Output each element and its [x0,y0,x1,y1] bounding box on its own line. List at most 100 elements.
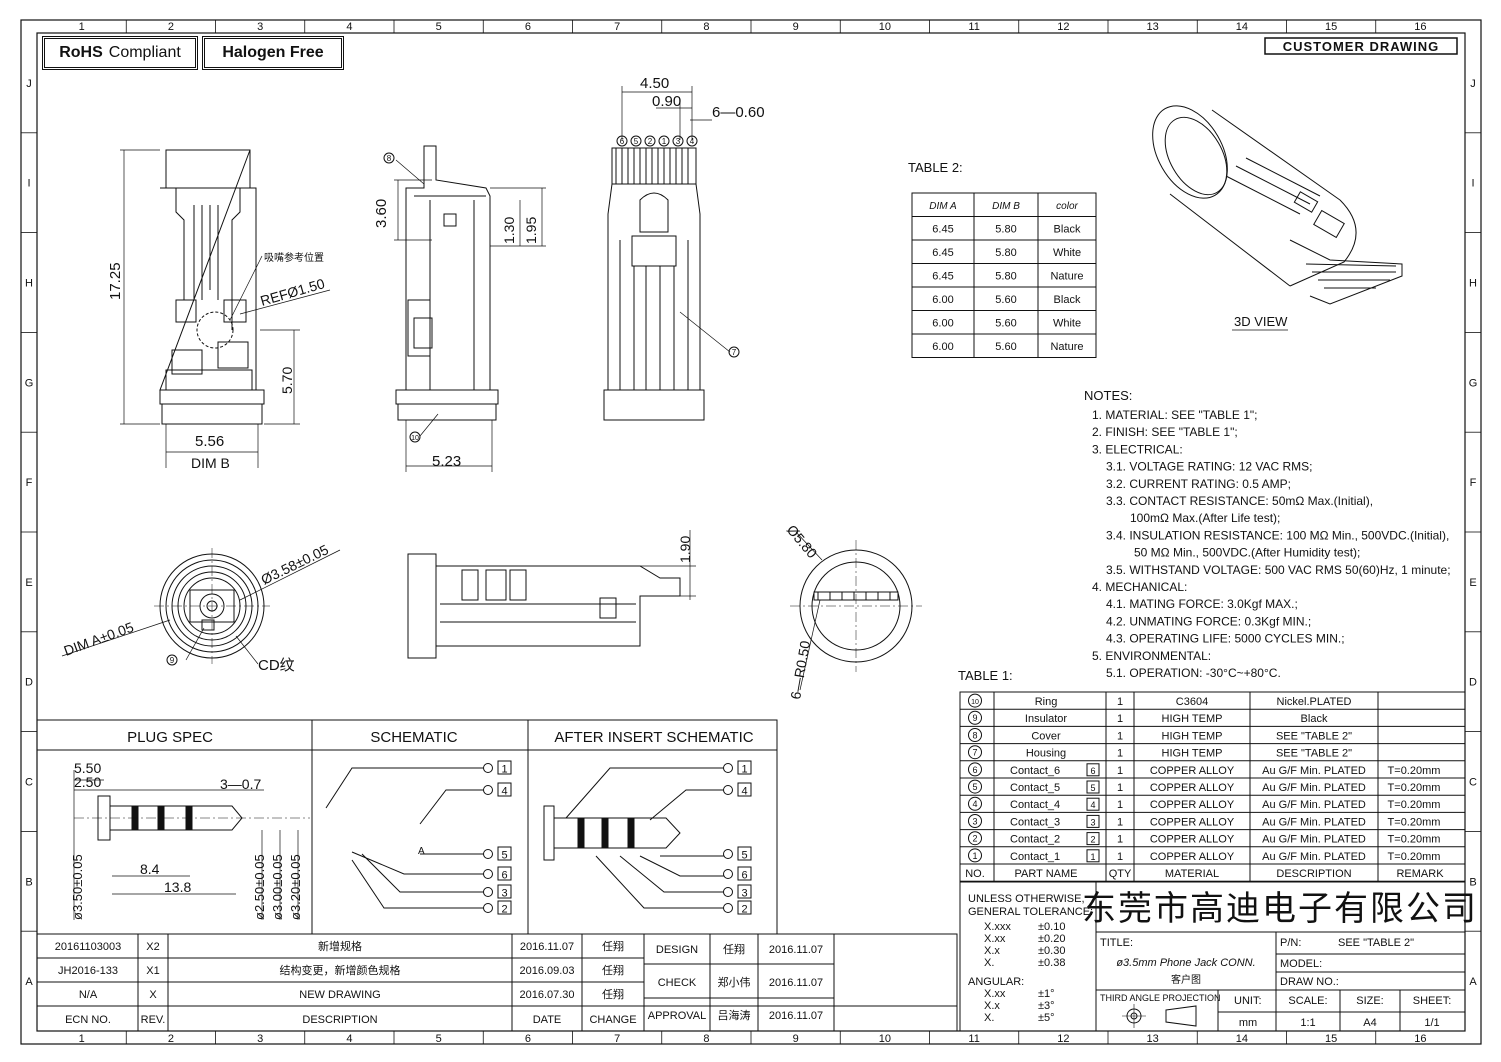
callout-circle-10 [409,431,421,443]
schematic-pin-box [497,760,512,775]
table1-part-box-label: 3 [1090,817,1095,827]
schematic-pin-circle [483,887,493,897]
angular-value: ±1° [1038,988,1055,1000]
end-view-rings [61,548,341,665]
top-callout-1: 1 [662,137,667,146]
dim-1-90: 1.90 [677,536,693,563]
approval-cell: CHECK [658,977,697,989]
table1-title: TABLE 1: [958,668,1013,683]
table1-part-box-label: 5 [1090,783,1095,793]
table2-cell: 5.80 [995,224,1016,236]
approval-cell: APPROVAL [648,1010,707,1022]
table1-qty: 1 [1117,834,1123,846]
schematic-pin-circle [483,785,493,795]
table1-material: COPPER ALLOY [1150,799,1235,811]
table1-part-box [1086,763,1100,777]
schematic-pin-box [497,884,512,899]
table1-qty: 1 [1117,765,1123,777]
dim-4-50: 4.50 [640,75,669,92]
table1-part-box-label: 1 [1090,852,1095,862]
dim-ref-1-50: REFØ1.50 [258,275,326,309]
front-view [120,149,331,468]
revision-header: REV. [141,1014,166,1026]
table1-part: Contact_5 [1010,782,1060,794]
table1-no-circle [968,693,982,708]
note-line: 3.3. CONTACT RESISTANCE: 50mΩ Max.(Initi… [1106,494,1373,508]
note-line: 4.1. MATING FORCE: 3.0Kgf MAX.; [1106,597,1298,611]
grid-col-top-14: 14 [1236,21,1248,33]
dim-b-label: DIM B [191,455,230,471]
grid-row-left-D: D [25,677,33,689]
table1-material: COPPER ALLOY [1150,834,1235,846]
table1-part-box-label: 6 [1090,766,1095,776]
top-callout-circle-6 [616,135,628,147]
title-label: TITLE: [1100,937,1133,949]
grid-col-bottom-7: 7 [614,1033,620,1045]
tolerance-key: X.xx [984,933,1006,945]
grid-col-top-2: 2 [168,21,174,33]
table1-no-circle [968,848,982,863]
plug-dim-2-50b: ø2.50±0.05 [252,854,267,920]
grid-col-bottom-1: 1 [79,1033,85,1045]
table1-material: HIGH TEMP [1162,713,1223,725]
table1-no: 10 [971,699,979,706]
cd-finish-label: CD纹 [258,657,295,674]
table2-cell: 5.80 [995,247,1016,259]
table1-description: Au G/F Min. PLATED [1262,816,1366,828]
schematic-pin-box [497,846,512,861]
tolerance-value: ±0.10 [1038,921,1065,933]
table1-qty: 1 [1117,713,1123,725]
approval-cell: 任翔 [723,942,745,956]
schematic-pin-label: 2 [501,904,507,916]
tolerance-title-2: GENERAL TOLERANCE: [968,906,1093,918]
top-callout-3: 3 [676,137,681,146]
angular-list: X.xx±1°X.x±3°X.±5° [984,988,1055,1024]
plug-spec-drawing [73,770,310,920]
grid-col-top-7: 7 [614,21,620,33]
notes-list: 1. MATERIAL: SEE "TABLE 1";2. FINISH: SE… [1092,408,1451,680]
table1-no-circle [968,831,982,846]
table1-qty: 1 [1117,748,1123,760]
draw-no-label: DRAW NO.: [1280,976,1339,988]
revision-cell: 新增规格 [318,939,362,953]
grid-col-bottom-15: 15 [1325,1033,1337,1045]
grid-col-top-5: 5 [436,21,442,33]
grid-row-left-E: E [25,577,32,589]
table1-header-desc: DESCRIPTION [1276,868,1351,880]
title-value: ø3.5mm Phone Jack CONN. [1116,957,1255,969]
note-line: 3.5. WITHSTAND VOLTAGE: 500 VAC RMS 50(6… [1106,563,1451,577]
table1-remark: T=0.20mm [1388,816,1441,828]
tolerance-value: ±0.38 [1038,957,1065,969]
grid-col-bottom-9: 9 [793,1033,799,1045]
table1-no-circle [968,728,982,742]
schematic-pin-label: 3 [501,888,507,900]
grid-row-right-D: D [1469,677,1477,689]
tolerance-value: ±0.20 [1038,933,1065,945]
table1-part: Contact_4 [1010,799,1060,811]
grid-col-top-6: 6 [525,21,531,33]
table1-header-rem: REMARK [1396,868,1444,880]
table2-cell: 5.60 [995,341,1016,353]
schematic-pin-circle [483,869,493,879]
plug-dim-3-50: ø3.50±0.05 [70,854,85,920]
halogen-free-badge: Halogen Free [202,36,344,70]
table2-cell: White [1053,318,1081,330]
plug-dim-3-0-7: 3—0.7 [220,776,261,792]
angular-key: X.xx [984,988,1006,1000]
view-3d-label: 3D VIEW [1234,314,1288,329]
table1-qty: 1 [1117,851,1123,863]
scale-label: SCALE: [1288,995,1327,1007]
note-line: 4.3. OPERATING LIFE: 5000 CYCLES MIN.; [1106,632,1345,646]
dim-6x0-60: 6—0.60 [712,104,765,121]
table1-description: SEE "TABLE 2" [1276,748,1352,760]
revision-frame [36,933,958,1032]
grid-col-bottom-4: 4 [346,1033,352,1045]
note-line: 3.2. CURRENT RATING: 0.5 AMP; [1106,477,1291,491]
after-insert-pin-label: 4 [741,786,747,798]
grid-row-right-J: J [1470,78,1476,90]
approval-cell: DESIGN [656,944,698,956]
dim-r0-50: 6—R0.50 [787,639,813,700]
grid-col-top-3: 3 [257,21,263,33]
